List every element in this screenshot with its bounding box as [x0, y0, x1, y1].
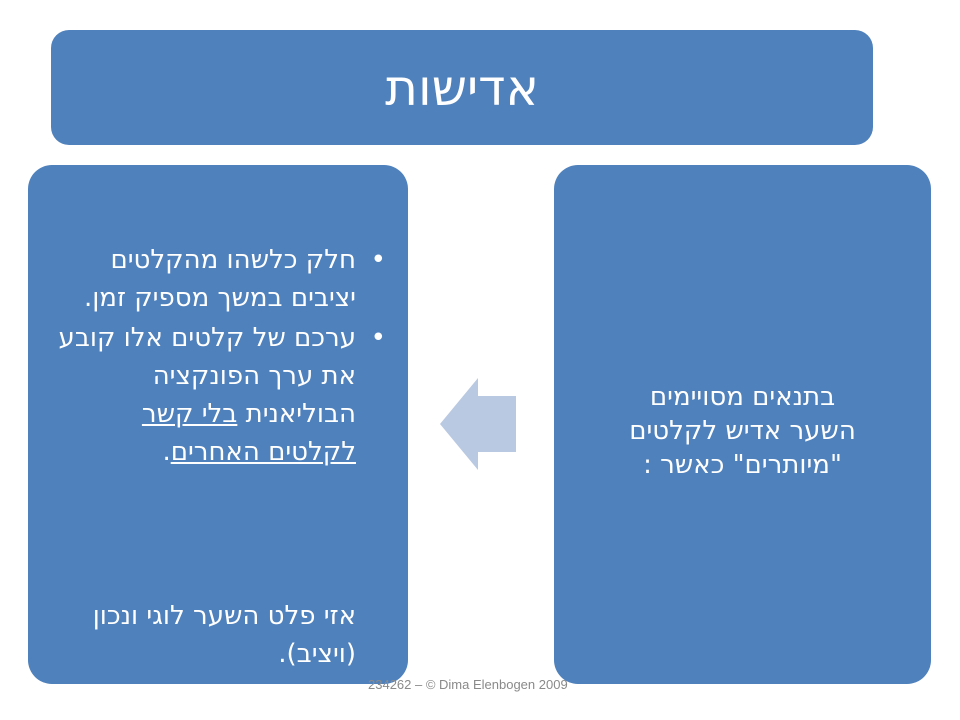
- condition-line-1: בתנאים מסויימים: [649, 381, 836, 412]
- bullet-underlined-text: בלי קשר לקלטים האחרים: [141, 399, 356, 467]
- consequence-box: • חלק כלשהו מהקלטים יציבים במשך מספיק זמ…: [28, 165, 408, 684]
- condition-box: בתנאים מסויימים השער אדיש לקלטים "מיותרי…: [554, 165, 931, 684]
- condition-line-3: "מיותרים" כאשר :: [643, 449, 842, 480]
- bullet-list: • חלק כלשהו מהקלטים יציבים במשך מספיק זמ…: [50, 241, 390, 473]
- conclusion-text: אזי פלט השער לוגי ונכון (ויציב).: [92, 601, 356, 669]
- bullet-item: • ערכם של קלטים אלו קובע את ערך הפונקציה…: [50, 319, 390, 471]
- left-arrow-icon: [440, 378, 516, 470]
- condition-text: בתנאים מסויימים השער אדיש לקלטים "מיותרי…: [607, 380, 878, 482]
- title-banner: אדישות: [51, 30, 873, 145]
- bullet-text: ערכם של קלטים אלו קובע את ערך הפונקציה ה…: [58, 323, 356, 429]
- bullet-dot-icon: •: [370, 245, 386, 275]
- condition-line-2: השער אדיש לקלטים: [629, 415, 856, 446]
- bullet-text-end: .: [162, 437, 171, 467]
- bullet-text: חלק כלשהו מהקלטים יציבים במשך מספיק זמן.: [83, 245, 356, 313]
- bullet-dot-icon: •: [370, 323, 386, 353]
- bullet-item: • חלק כלשהו מהקלטים יציבים במשך מספיק זמ…: [50, 241, 390, 317]
- footer-copyright: 234262 – © Dima Elenbogen 2009: [368, 677, 568, 692]
- title-text: אדישות: [385, 58, 539, 117]
